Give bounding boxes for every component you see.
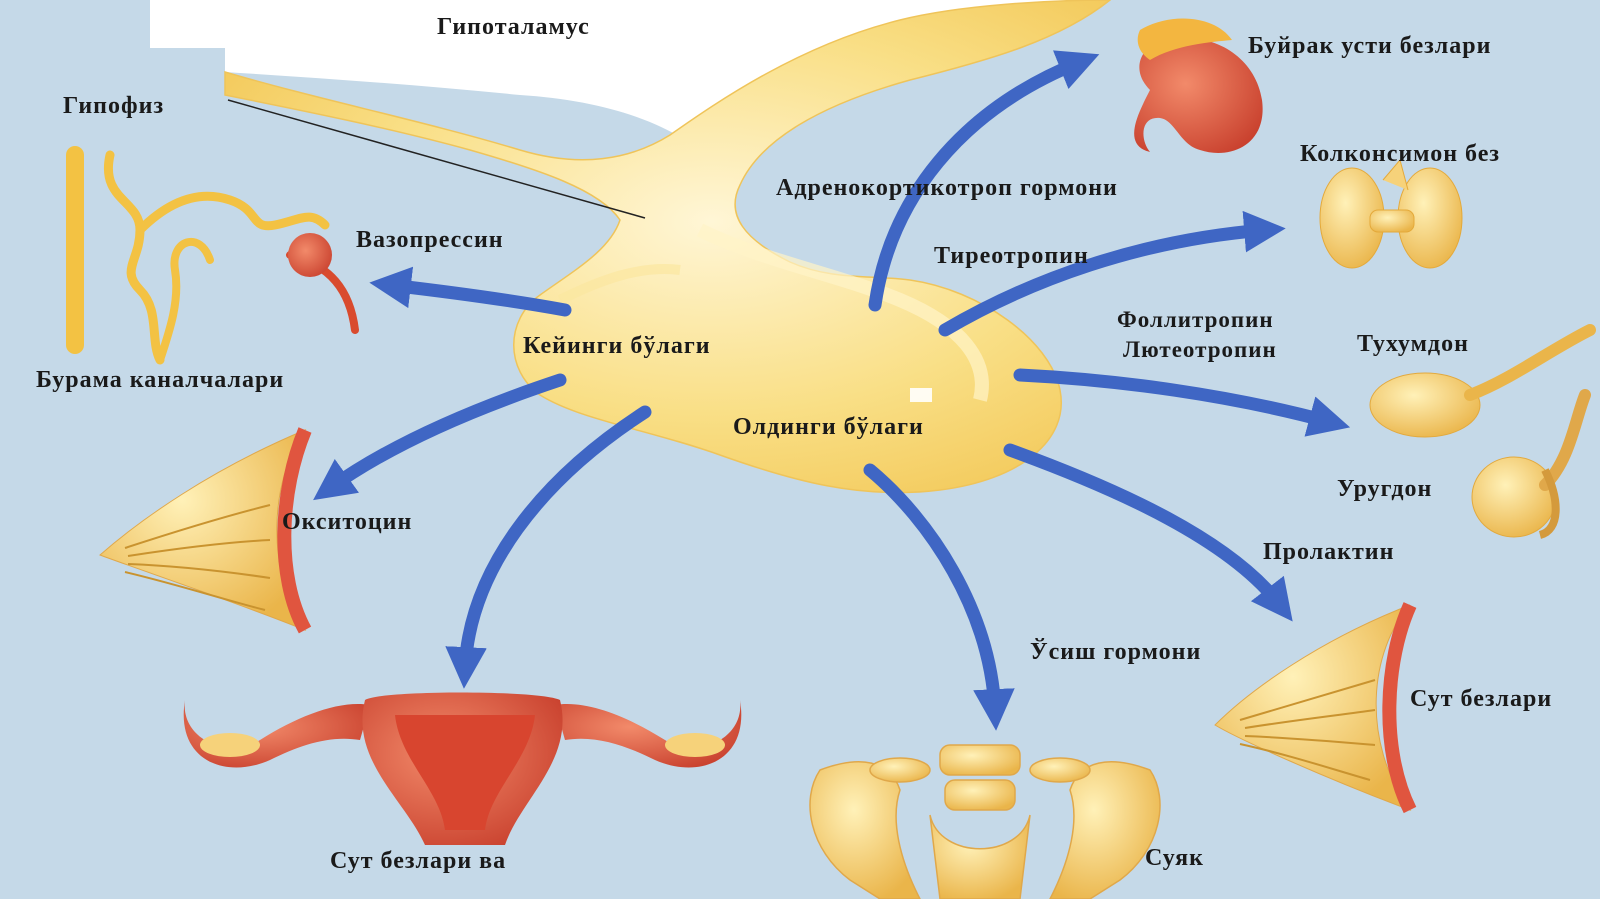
arrow-vasopressin: [369, 266, 572, 317]
mammary-right-organ: [1214, 602, 1417, 814]
label-fsh: Фоллитропин: [1117, 307, 1274, 332]
mammary-left-organ: [99, 427, 312, 634]
label-growth-hormone: Ўсиш гормони: [1030, 639, 1202, 665]
label-prolactin: Пролактин: [1263, 539, 1395, 565]
label-acth: Адренокортикотроп гормони: [776, 175, 1118, 201]
arrow-growth: [863, 463, 1015, 731]
label-vasopressin: Вазопрессин: [356, 227, 504, 253]
pelvis-bone-organ: [809, 744, 1161, 899]
label-anterior-lobe: Олдинги бўлаги: [733, 414, 924, 440]
label-mammary-uterus: Сут безлари ва: [330, 848, 507, 874]
arrow-prolactin: [1003, 443, 1293, 622]
label-hypothalamus: Гипоталамус: [437, 14, 590, 40]
label-adrenal: Буйрак усти безлари: [1248, 33, 1492, 59]
arrow-tsh: [938, 210, 1286, 337]
label-oxytocin: Окситоцин: [282, 509, 413, 535]
testis-organ: [1471, 389, 1591, 539]
hormone-arrows: [313, 50, 1351, 731]
label-thyroid: Колконсимон без: [1300, 141, 1501, 167]
label-mammary-right: Сут безлари: [1410, 686, 1553, 712]
ovary-organ: [1369, 324, 1596, 438]
label-posterior-lobe: Кейинги бўлаги: [523, 333, 711, 359]
uterus-organ: [183, 692, 742, 845]
hypophysis-pointer: [227, 99, 646, 219]
label-tsh: Тиреотропин: [934, 243, 1089, 269]
label-hypophysis: Гипофиз: [63, 93, 165, 119]
thyroid-organ: [1319, 158, 1463, 269]
renal-tubule-organ: [66, 146, 359, 365]
label-lh: Лютеотропин: [1123, 337, 1277, 362]
label-testis: Уругдон: [1337, 476, 1433, 502]
pituitary-gland: [224, 0, 1112, 494]
label-bone: Суяк: [1145, 845, 1204, 871]
arrow-uterus: [445, 405, 652, 689]
arrow-oxytocin: [313, 373, 567, 501]
adrenal-kidney-organ: [1134, 18, 1263, 153]
label-ovary: Тухумдон: [1357, 331, 1469, 357]
arrow-gonadotropin: [1013, 368, 1351, 437]
arrow-acth: [868, 50, 1100, 312]
label-renal-tubules: Бурама каналчалари: [36, 367, 285, 393]
